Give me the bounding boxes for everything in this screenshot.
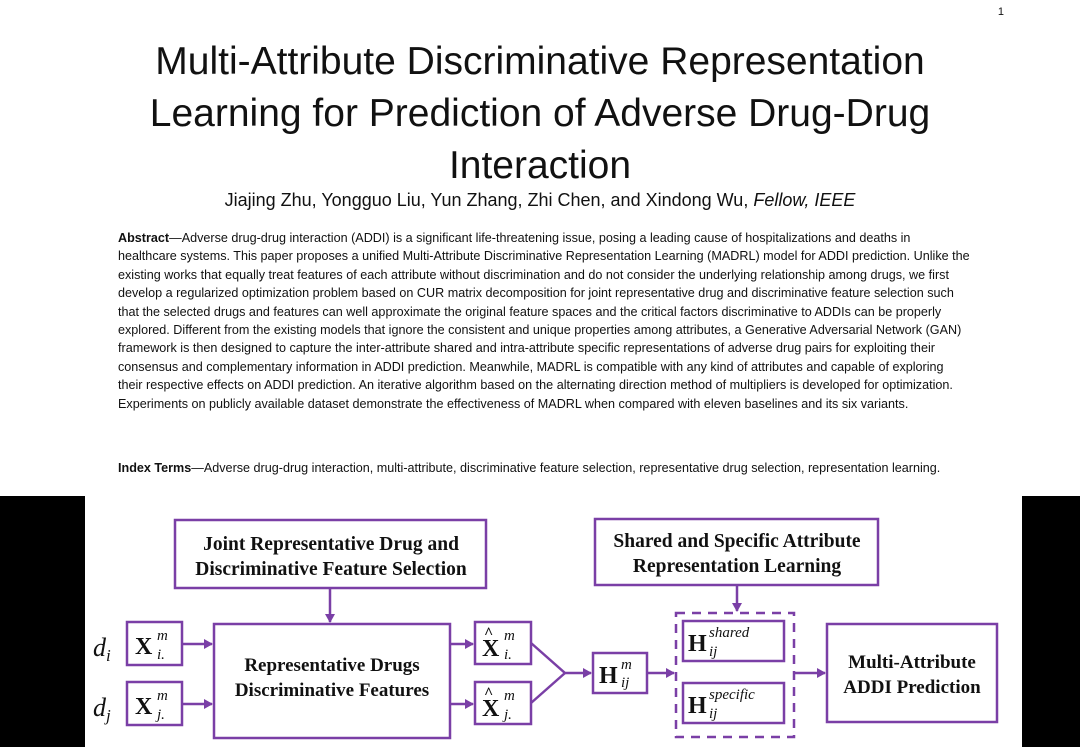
shared-line-2: Representation Learning bbox=[633, 556, 841, 577]
joint-line-2: Discriminative Feature Selection bbox=[195, 559, 467, 580]
symbol-dj: dj bbox=[93, 693, 111, 725]
symbol-xi-sub: i. bbox=[157, 647, 165, 663]
symbol-h-shared-sub: ij bbox=[709, 644, 717, 660]
symbol-xhat-i: X bbox=[482, 636, 500, 662]
left-black-bar bbox=[0, 496, 85, 747]
right-black-bar bbox=[1022, 496, 1080, 747]
symbol-h-shared: H bbox=[688, 631, 707, 657]
symbol-xhat-j-sub: j. bbox=[502, 707, 512, 723]
symbol-xj-sub: j. bbox=[155, 707, 165, 723]
abstract-label: Abstract bbox=[118, 231, 170, 245]
abstract-text: —Adverse drug-drug interaction (ADDI) is… bbox=[118, 231, 970, 411]
rep-line-1: Representative Drugs bbox=[244, 655, 419, 676]
symbol-xhat-j-sup: m bbox=[504, 688, 515, 704]
pred-line-2: ADDI Prediction bbox=[843, 677, 981, 698]
arrow-xhat-j-to-h bbox=[530, 672, 566, 704]
framework-figure: Joint Representative Drug and Discrimina… bbox=[85, 496, 1022, 747]
author-list: Jiajing Zhu, Yongguo Liu, Yun Zhang, Zhi… bbox=[90, 190, 990, 211]
symbol-xi-sup: m bbox=[157, 628, 168, 644]
symbol-xhat-i-sup: m bbox=[504, 628, 515, 644]
symbol-h-sup: m bbox=[621, 657, 632, 673]
symbol-xhat-j: X bbox=[482, 696, 500, 722]
title-line: Learning for Prediction of Adverse Drug-… bbox=[149, 92, 931, 135]
title-line: Interaction bbox=[448, 144, 632, 187]
symbol-h: H bbox=[599, 663, 618, 689]
index-terms-text: —Adverse drug-drug interaction, multi-at… bbox=[191, 461, 941, 475]
symbol-xj: X bbox=[135, 694, 153, 720]
joint-line-1: Joint Representative Drug and bbox=[203, 534, 459, 555]
abstract: Abstract—Adverse drug-drug interaction (… bbox=[118, 229, 970, 413]
symbol-xhat-j-hat: ^ bbox=[484, 685, 493, 702]
paper-title: Multi-Attribute Discriminative Represent… bbox=[90, 36, 990, 192]
prediction-box bbox=[825, 622, 999, 724]
h-specific-box bbox=[681, 681, 786, 725]
symbol-h-specific-sup: specific bbox=[709, 687, 755, 703]
h-shared-box bbox=[681, 619, 786, 663]
author-names: Jiajing Zhu, Yongguo Liu, Yun Zhang, Zhi… bbox=[224, 190, 749, 210]
symbol-xj-sup: m bbox=[157, 688, 168, 704]
symbol-h-specific-sub: ij bbox=[709, 706, 717, 722]
symbol-h-specific: H bbox=[688, 693, 707, 719]
rep-line-2: Discriminative Features bbox=[235, 680, 429, 701]
symbol-xhat-i-hat: ^ bbox=[484, 625, 493, 642]
symbol-xhat-i-sub: i. bbox=[504, 647, 512, 663]
representative-box bbox=[212, 622, 452, 740]
title-line: Multi-Attribute Discriminative Represent… bbox=[155, 40, 925, 83]
arrow-xhat-i-to-h bbox=[530, 642, 592, 678]
author-suffix: Fellow, IEEE bbox=[753, 190, 856, 210]
pred-line-1: Multi-Attribute bbox=[848, 652, 976, 673]
symbol-h-sub: ij bbox=[621, 675, 629, 691]
symbol-h-shared-sup: shared bbox=[709, 625, 750, 641]
symbol-di: di bbox=[93, 633, 111, 665]
index-terms: Index Terms—Adverse drug-drug interactio… bbox=[118, 459, 970, 477]
framework-diagram: Joint Representative Drug and Discrimina… bbox=[93, 517, 999, 740]
shared-line-1: Shared and Specific Attribute bbox=[613, 531, 861, 552]
shared-specific-container bbox=[674, 611, 796, 739]
page-number: 1 bbox=[997, 6, 1004, 18]
index-terms-label: Index Terms bbox=[118, 461, 192, 475]
symbol-xi: X bbox=[135, 634, 153, 660]
